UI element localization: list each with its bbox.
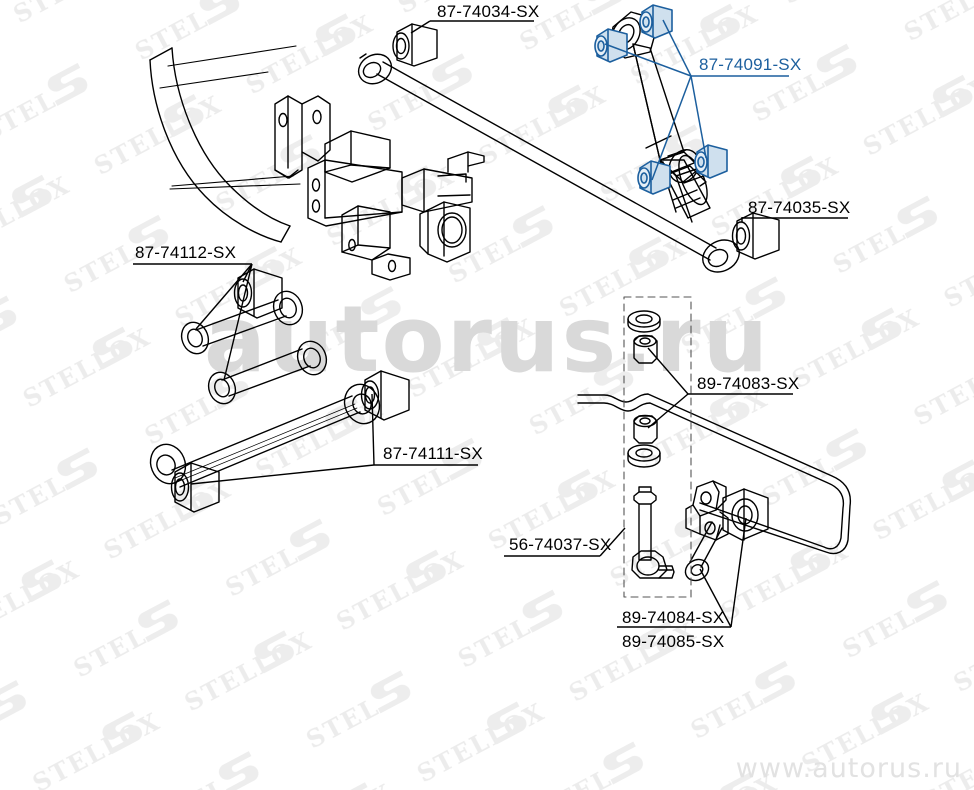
stabilizer-bar <box>577 393 852 555</box>
part-label-89-74084-sx[interactable]: 89-74084-SX <box>622 608 725 627</box>
upper-control-arm <box>180 268 328 405</box>
leader-lines-highlighted <box>604 19 789 181</box>
part-label-89-74085-sx[interactable]: 89-74085-SX <box>622 632 725 651</box>
lateral-rod <box>357 53 740 273</box>
part-label-56-74037-sx[interactable]: 56-74037-SX <box>509 535 612 554</box>
bushing-blue-top-right <box>639 4 673 39</box>
footer-watermark: www.autorus.ru <box>735 753 962 784</box>
part-label-87-74091-sx[interactable]: 87-74091-SX <box>699 55 802 74</box>
part-label-87-74111-sx[interactable]: 87-74111-SX <box>383 444 483 463</box>
part-label-87-74035-sx[interactable]: 87-74035-SX <box>748 198 851 217</box>
part-label-87-74034-sx[interactable]: 87-74034-SX <box>437 2 540 21</box>
axle-housing-group <box>149 45 485 281</box>
highlighted-bushings-group <box>594 4 728 195</box>
stabilizer-bar-bracket <box>685 480 729 541</box>
bushing-87-74035 <box>731 212 780 260</box>
leader-lines <box>133 20 848 628</box>
bushing-87-74034 <box>392 23 438 67</box>
stabilizer-bar-bushing <box>722 488 769 541</box>
bushing-blue-bottom-right <box>694 144 728 179</box>
stabilizer-link-arm <box>684 521 723 582</box>
stabilizer-link-assembly <box>627 310 675 579</box>
bushing-blue-bottom-left <box>637 160 671 195</box>
site-watermark-text: autorus.ru <box>203 286 771 393</box>
part-label-87-74112-sx[interactable]: 87-74112-SX <box>135 243 237 262</box>
part-label-89-74083-sx[interactable]: 89-74083-SX <box>697 374 800 393</box>
bushing-blue-top-left <box>594 28 628 63</box>
selection-box <box>623 296 692 598</box>
lower-control-arm <box>149 370 410 513</box>
